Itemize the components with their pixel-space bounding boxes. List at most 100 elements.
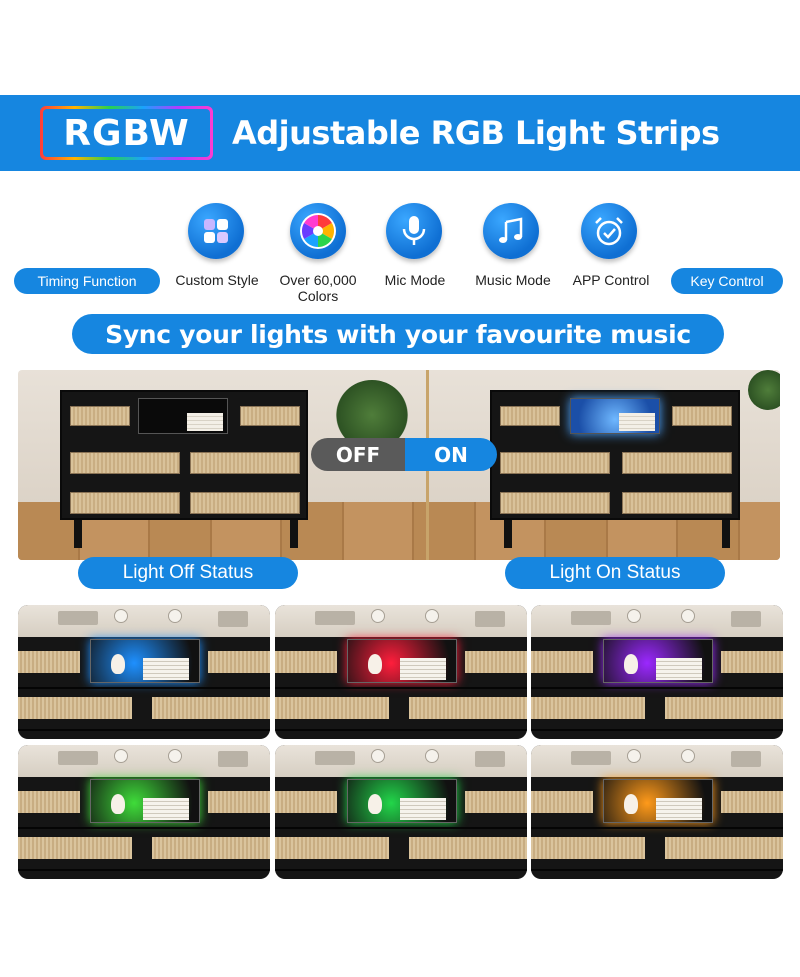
frame-decor <box>315 751 355 765</box>
books <box>619 413 655 431</box>
color-variant-tile <box>531 605 783 739</box>
light-on-status-pill: Light On Status <box>505 557 725 589</box>
rattan-panel <box>409 837 527 859</box>
decor-plate <box>681 609 695 623</box>
dresser-leg <box>722 520 730 548</box>
rattan-panel <box>18 791 80 813</box>
drawer-seam <box>18 869 270 871</box>
vase <box>368 794 382 814</box>
toggle-off-label: OFF <box>311 438 405 471</box>
rattan-panel <box>465 651 527 673</box>
rattan-panel <box>665 837 783 859</box>
color-variant-tile <box>275 745 527 879</box>
rattan-panel <box>622 492 732 514</box>
decor-plate <box>425 609 439 623</box>
books <box>656 798 702 820</box>
music-note-icon <box>483 203 539 259</box>
decor-plate <box>114 749 128 763</box>
decor-plate <box>114 609 128 623</box>
decor-plate <box>627 749 641 763</box>
rattan-panel <box>275 837 389 859</box>
rattan-panel <box>190 452 300 474</box>
rattan-panel <box>152 837 270 859</box>
colors-label-line2: Colors <box>297 288 339 304</box>
books <box>400 658 446 680</box>
microphone-icon <box>386 203 442 259</box>
rattan-panel <box>18 697 132 719</box>
rattan-panel <box>500 452 610 474</box>
rattan-panel <box>721 791 783 813</box>
rattan-panel <box>531 651 593 673</box>
rattan-panel <box>18 837 132 859</box>
vase <box>111 794 125 814</box>
color-variant-tile <box>531 745 783 879</box>
cubby-off <box>138 398 228 434</box>
lit-cubby <box>90 639 200 683</box>
dresser-leg <box>74 520 82 548</box>
rattan-panel <box>275 697 389 719</box>
rattan-panel <box>500 492 610 514</box>
banner-title: Adjustable RGB Light Strips <box>232 114 720 152</box>
toggle-on-label: ON <box>405 438 497 471</box>
decor-plate <box>371 609 385 623</box>
mic-mode-label: Mic Mode <box>384 272 446 288</box>
lit-cubby <box>347 779 457 823</box>
frame-decor <box>58 611 98 625</box>
key-control-pill: Key Control <box>671 268 783 294</box>
rattan-panel <box>531 697 645 719</box>
books <box>656 658 702 680</box>
rattan-panel <box>240 406 300 426</box>
drawer-seam <box>18 827 270 829</box>
drawer-seam <box>531 729 783 731</box>
colors-label-line1: Over 60,000 <box>279 272 357 288</box>
color-wheel-icon <box>290 203 346 259</box>
decor-plate <box>425 749 439 763</box>
rattan-panel <box>409 697 527 719</box>
color-variant-tile <box>18 605 270 739</box>
vase <box>624 654 638 674</box>
decor-item <box>731 611 761 627</box>
dresser-leg <box>290 520 298 548</box>
vase <box>111 654 125 674</box>
rattan-panel <box>672 406 732 426</box>
vase <box>624 794 638 814</box>
frame-decor <box>315 611 355 625</box>
rattan-panel <box>721 651 783 673</box>
rattan-panel <box>275 791 337 813</box>
rattan-panel <box>275 651 337 673</box>
drawer-seam <box>531 687 783 689</box>
drawer-seam <box>531 869 783 871</box>
custom-style-label: Custom Style <box>175 272 259 288</box>
drawer-seam <box>275 729 527 731</box>
app-control-label: APP Control <box>572 272 650 288</box>
drawer-seam <box>275 869 527 871</box>
rattan-panel <box>465 791 527 813</box>
decor-plate <box>681 749 695 763</box>
decor-item <box>475 611 505 627</box>
rgbw-badge-text: RGBW <box>43 109 210 157</box>
room-photo <box>18 370 780 560</box>
timing-function-pill: Timing Function <box>14 268 160 294</box>
books <box>400 798 446 820</box>
plant-right <box>748 370 780 410</box>
drawer-seam <box>275 827 527 829</box>
decor-item <box>731 751 761 767</box>
drawer-seam <box>18 729 270 731</box>
decor-item <box>218 611 248 627</box>
rattan-panel <box>70 452 180 474</box>
lit-cubby <box>603 779 713 823</box>
drawer-seam <box>18 687 270 689</box>
frame-decor <box>571 611 611 625</box>
cubby-lit <box>570 398 660 434</box>
decor-item <box>218 751 248 767</box>
dresser-leg <box>504 520 512 548</box>
books <box>187 413 223 431</box>
lit-cubby <box>347 639 457 683</box>
rattan-panel <box>18 651 80 673</box>
decor-item <box>475 751 505 767</box>
rattan-panel <box>665 697 783 719</box>
palette-grid-icon <box>188 203 244 259</box>
decor-plate <box>371 749 385 763</box>
vase <box>368 654 382 674</box>
decor-plate <box>168 749 182 763</box>
